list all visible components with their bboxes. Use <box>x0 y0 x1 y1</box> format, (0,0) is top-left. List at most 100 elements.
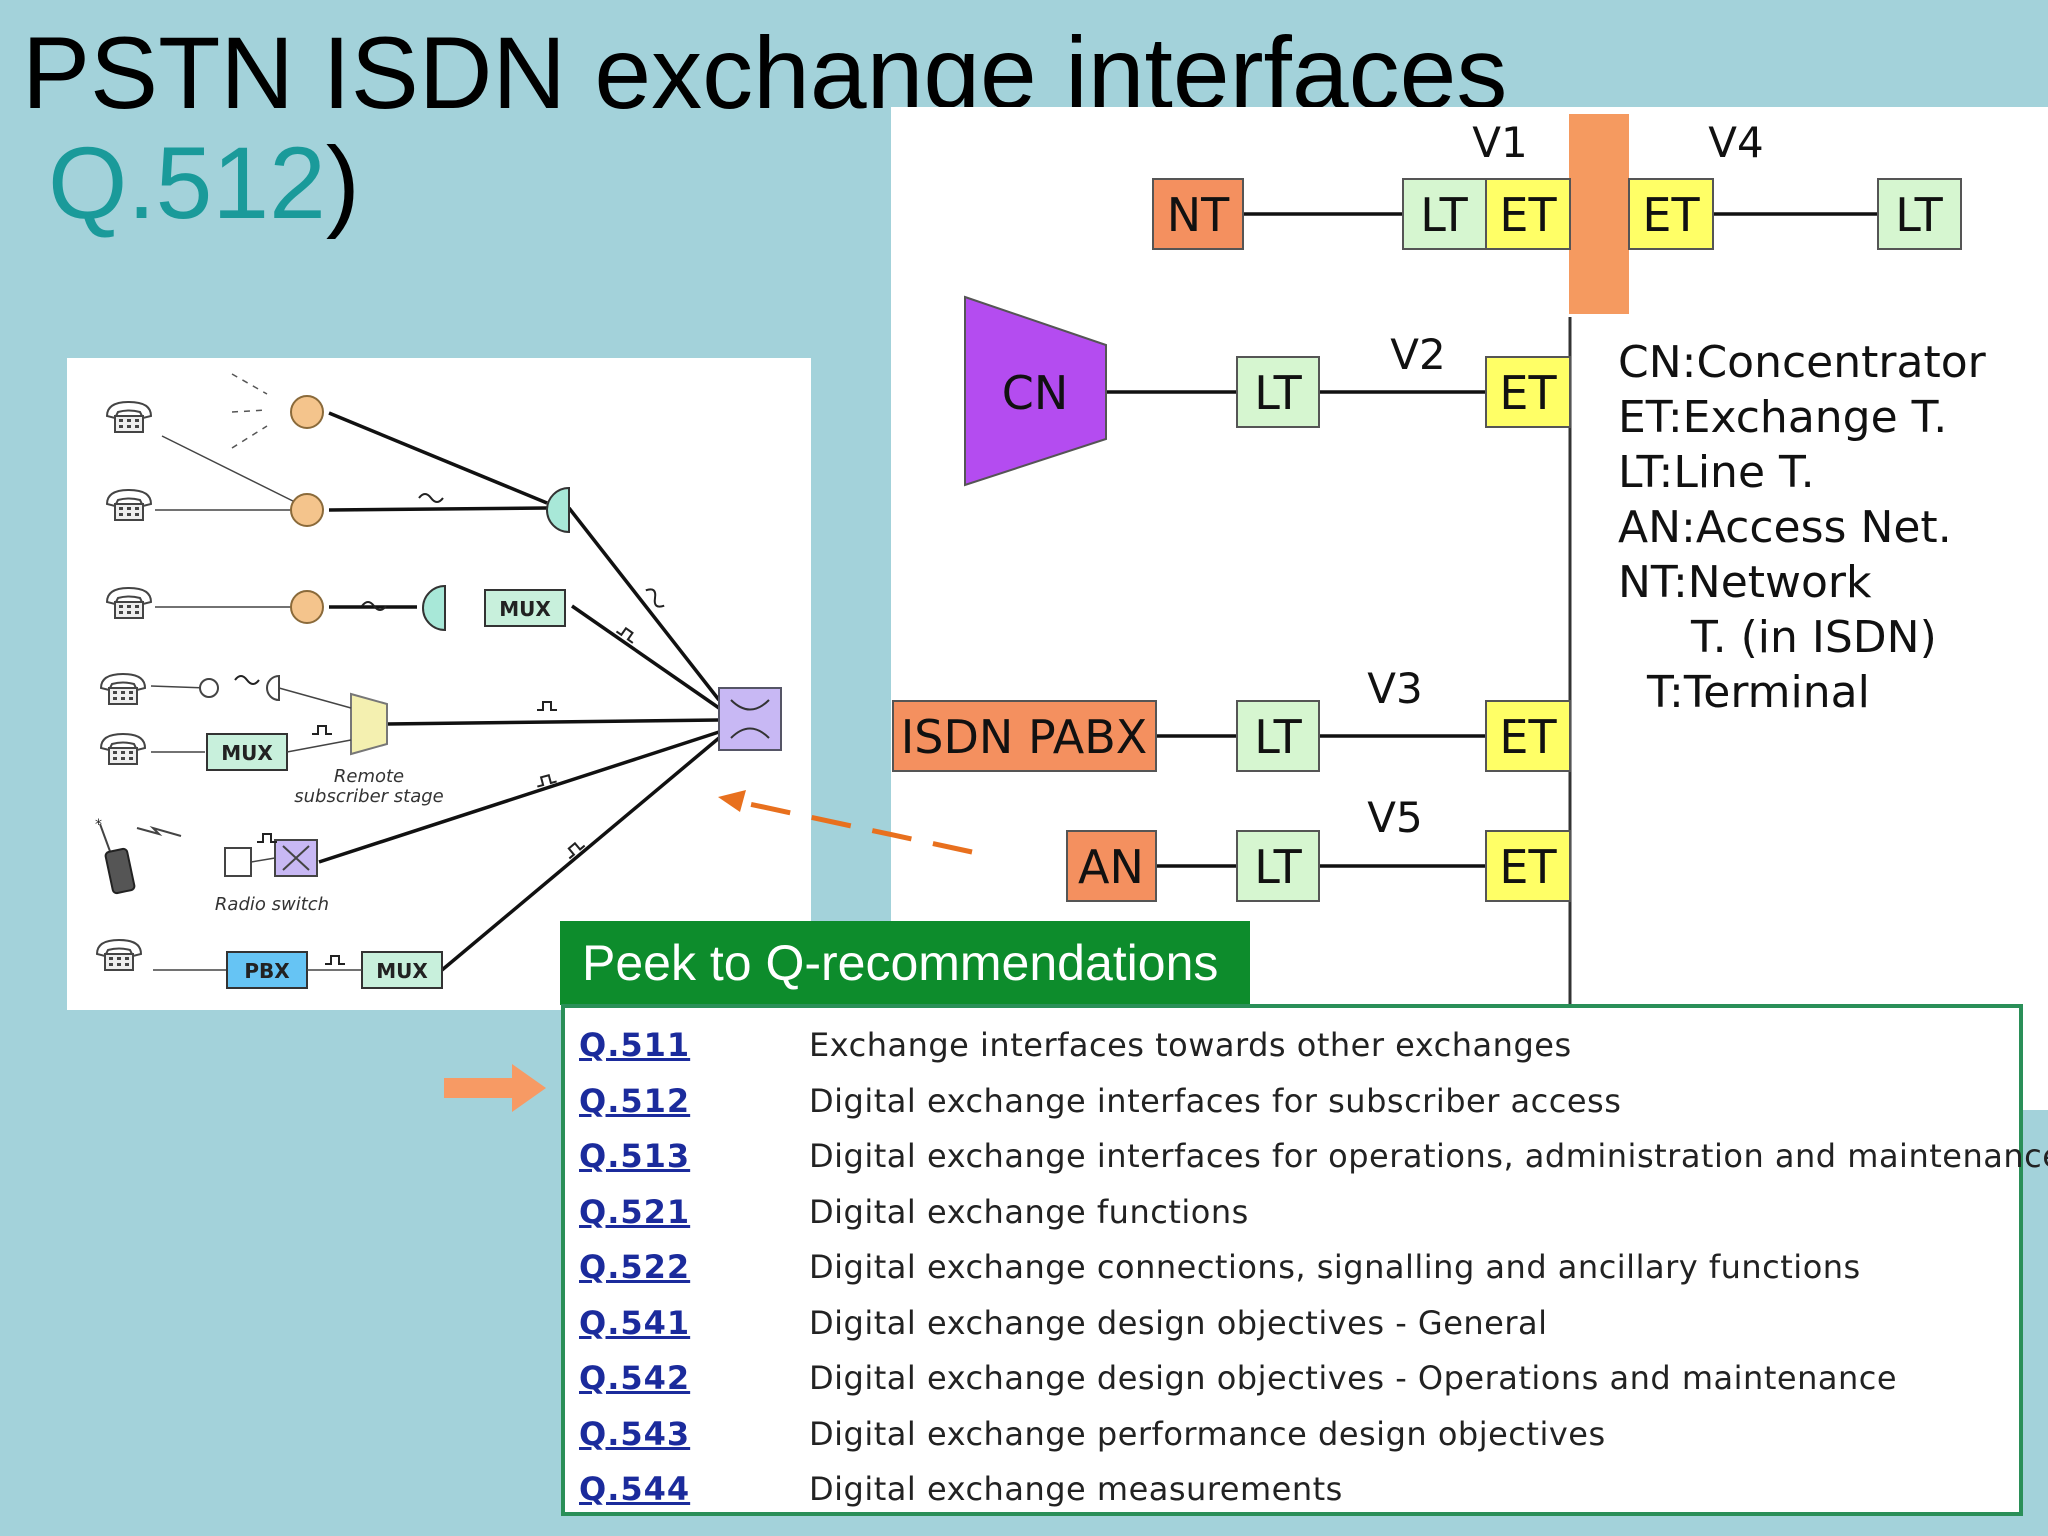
lt-label: LT <box>1420 188 1468 242</box>
mux-label: MUX <box>376 959 428 983</box>
isdn-pabx-label: ISDN PABX <box>901 710 1148 764</box>
q-link[interactable]: Q.521 <box>579 1192 691 1231</box>
q-description: Digital exchange interfaces for operatio… <box>809 1137 2048 1175</box>
isdn-pabx-block: ISDN PABX <box>892 700 1157 772</box>
mux-box: MUX <box>361 951 443 989</box>
table-row: Q.522 Digital exchange connections, sign… <box>579 1240 2009 1295</box>
telephone-icon <box>100 673 146 705</box>
q-description: Digital exchange design objectives - Gen… <box>809 1303 1548 1342</box>
table-row: Q.542 Digital exchange design objectives… <box>579 1351 2009 1406</box>
q-description: Digital exchange connections, signalling… <box>809 1248 1861 1286</box>
q-link[interactable]: Q.543 <box>579 1414 691 1453</box>
telephone-icon <box>106 401 152 433</box>
lt-block: LT <box>1236 700 1320 772</box>
q-link[interactable]: Q.522 <box>579 1248 691 1286</box>
table-row: Q.543 Digital exchange performance desig… <box>579 1407 2009 1462</box>
exchange-bar <box>1569 114 1629 314</box>
lt-block: LT <box>1236 830 1320 902</box>
mux-box: MUX <box>206 733 288 771</box>
lt-block: LT <box>1877 178 1962 250</box>
q-description: Digital exchange measurements <box>809 1470 1343 1508</box>
et-block: ET <box>1485 830 1571 902</box>
remote-stage-label-1: Remote <box>334 766 404 787</box>
an-block: AN <box>1066 830 1157 902</box>
table-row: Q.511 Exchange interfaces towards other … <box>579 1018 2009 1073</box>
mux-label: MUX <box>499 597 551 621</box>
legend-item: NT:Network <box>1618 557 1872 608</box>
peek-header: Peek to Q-recommendations <box>560 921 1250 1005</box>
remote-stage-label-2: subscriber stage <box>294 786 443 807</box>
nt-label: NT <box>1167 188 1230 242</box>
nt-block: NT <box>1152 178 1244 250</box>
q-link[interactable]: Q.541 <box>579 1303 691 1342</box>
mux-box: MUX <box>484 589 566 627</box>
title-suffix: ) <box>325 126 360 241</box>
lt-label: LT <box>1254 710 1302 764</box>
q-link[interactable]: Q.511 <box>579 1026 691 1064</box>
et-label: ET <box>1499 366 1557 420</box>
et-block: ET <box>1485 356 1571 428</box>
lt-label: LT <box>1254 366 1302 420</box>
access-network-diagram: * <box>67 358 811 1010</box>
q-recommendations-table: Q.511 Exchange interfaces towards other … <box>561 1004 2048 1517</box>
an-label: AN <box>1078 840 1144 894</box>
lt-block: LT <box>1236 356 1320 428</box>
q-link[interactable]: Q.513 <box>579 1137 691 1175</box>
telephone-icon <box>106 489 152 521</box>
q-link[interactable]: Q.544 <box>579 1470 691 1508</box>
dashed-arrow <box>718 790 973 855</box>
q-description: Digital exchange design objectives - Ope… <box>809 1359 1898 1397</box>
et-block: ET <box>1485 178 1571 250</box>
pbx-box: PBX <box>226 951 308 989</box>
et-label: ET <box>1499 840 1557 894</box>
legend-item: CN:Concentrator <box>1618 337 1986 388</box>
lt-block: LT <box>1402 178 1487 250</box>
q-description: Digital exchange interfaces for subscrib… <box>809 1081 1622 1120</box>
et-label: ET <box>1499 188 1557 242</box>
cn-label: CN <box>1002 366 1069 420</box>
concentrator-shape <box>546 486 570 534</box>
interface-v4-label: V4 <box>1708 118 1763 167</box>
telephone-icon <box>106 587 152 619</box>
slide-title: PSTN ISDN exchange interfaces Q.512) <box>22 18 1507 238</box>
pbx-label: PBX <box>244 959 290 983</box>
svg-text:*: * <box>95 817 102 833</box>
interface-diagram-svg: NT LT ET ET LT V1 V4 CN LT <box>892 114 1962 1110</box>
table-row: Q.521 Digital exchange functions <box>579 1185 2009 1240</box>
et-label: ET <box>1499 710 1557 764</box>
lt-label: LT <box>1254 840 1302 894</box>
et-label: ET <box>1642 188 1700 242</box>
et-block: ET <box>1628 178 1714 250</box>
access-network-svg: * <box>95 373 782 989</box>
interface-v5-label: V5 <box>1367 793 1422 842</box>
legend-item: LT:Line T. <box>1618 447 1815 498</box>
mux-label: MUX <box>221 741 273 765</box>
cn-block: CN <box>964 295 1107 487</box>
q-description: Digital exchange performance design obje… <box>809 1414 1606 1453</box>
q-link[interactable]: Q.512 <box>579 1081 691 1120</box>
lt-label: LT <box>1895 188 1943 242</box>
radio-switch-label: Radio switch <box>215 894 329 915</box>
legend-item: T. (in ISDN) <box>1691 612 1937 663</box>
exchange-switch-box <box>718 687 782 751</box>
legend-item: T:Terminal <box>1647 667 1870 718</box>
telephone-icon <box>100 733 146 765</box>
mobile-phone-icon: * <box>95 817 182 895</box>
table-row: Q.512 Digital exchange interfaces for su… <box>579 1074 2009 1129</box>
radio-signal-lines <box>231 373 268 449</box>
q-description: Exchange interfaces towards other exchan… <box>809 1026 1572 1064</box>
telephone-icon <box>96 939 142 971</box>
interface-v3-label: V3 <box>1367 664 1422 713</box>
table-row: Q.544 Digital exchange measurements <box>579 1462 2009 1517</box>
interface-v1-label: V1 <box>1472 118 1527 167</box>
legend-item: AN:Access Net. <box>1618 502 1952 553</box>
access-nodes <box>290 395 324 624</box>
signal-glyphs <box>234 493 665 965</box>
radio-base-icon <box>224 847 252 877</box>
q-link[interactable]: Q.542 <box>579 1359 691 1397</box>
title-line-2: Q.512) <box>22 128 1507 238</box>
title-accent: Q.512 <box>48 126 326 241</box>
table-row: Q.541 Digital exchange design objectives… <box>579 1296 2009 1351</box>
row-pointer-arrow-icon <box>444 1064 546 1112</box>
table-row: Q.513 Digital exchange interfaces for op… <box>579 1129 2048 1184</box>
